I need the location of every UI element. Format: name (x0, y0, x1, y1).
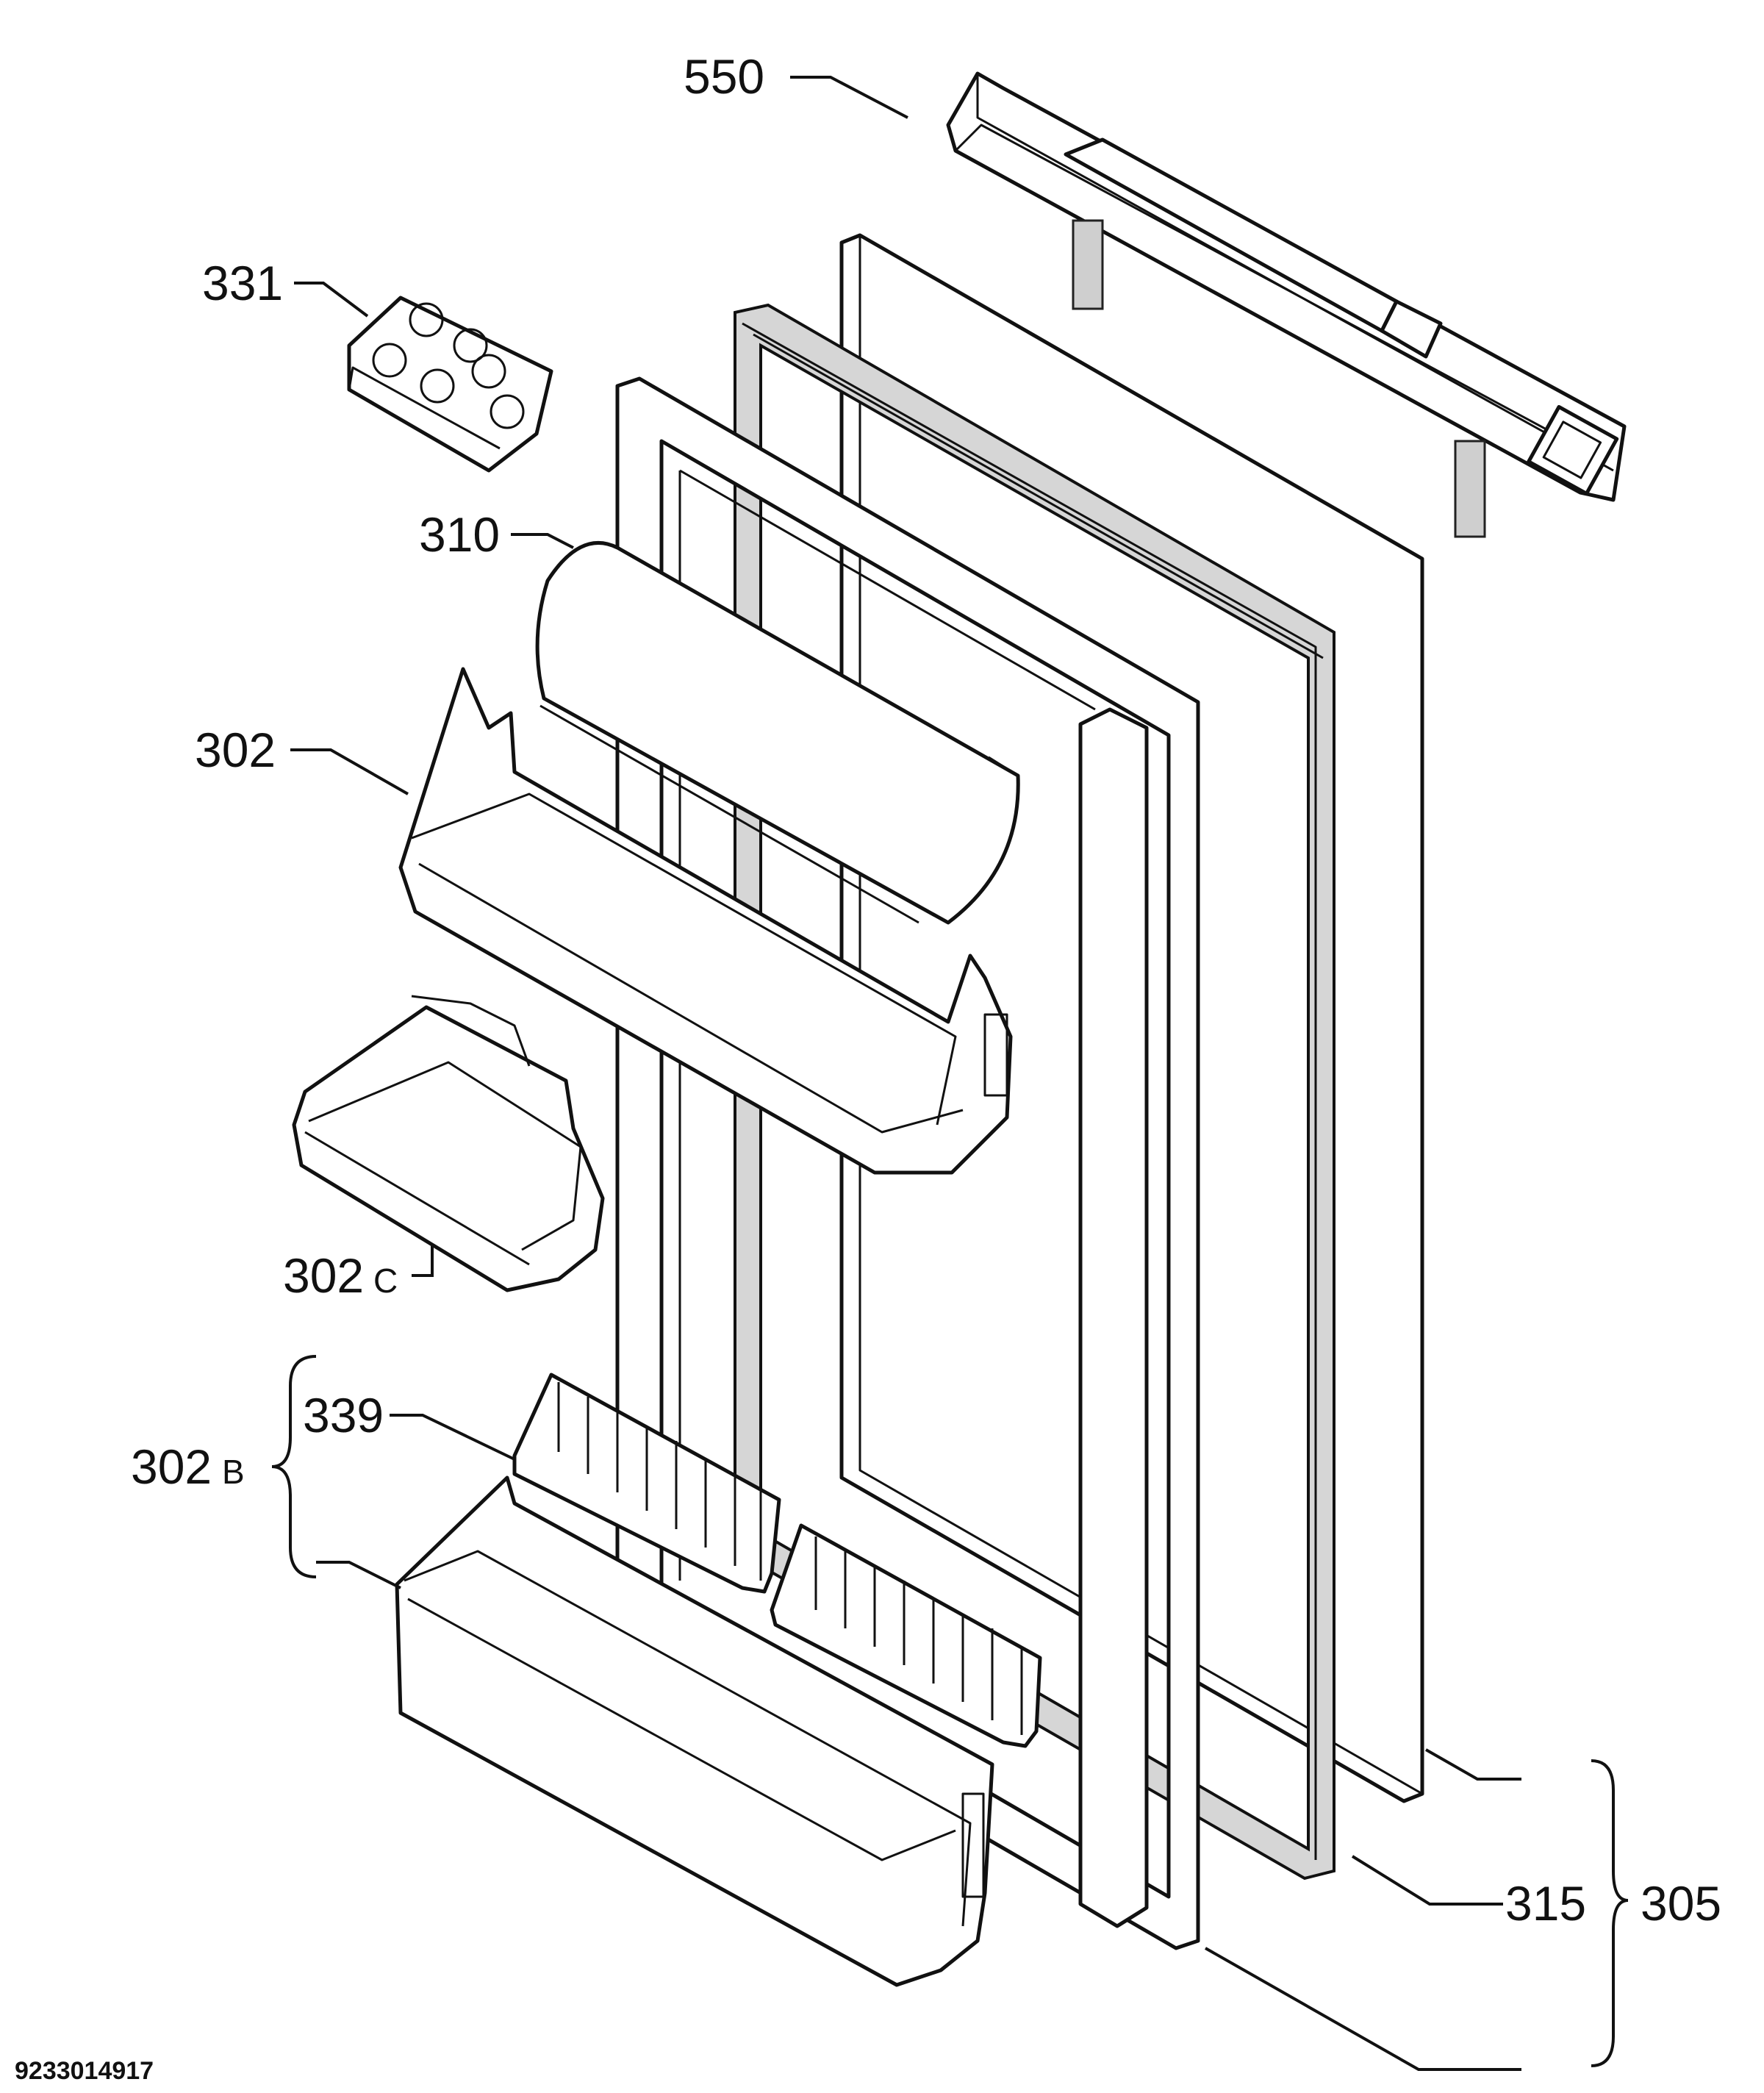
label-550: 550 (684, 49, 764, 104)
label-302c-number: 302 (283, 1248, 364, 1303)
label-331: 331 (202, 256, 283, 310)
leader-302c (412, 1246, 434, 1277)
leader-331 (294, 282, 369, 318)
leader-315 (1351, 1855, 1503, 1906)
part-339-bottle-retainer-2 (770, 1523, 1042, 1748)
leader-550 (790, 76, 908, 119)
part-550-hinge-bar (946, 71, 1627, 538)
leader-lines (290, 76, 1521, 2071)
label-339: 339 (303, 1388, 384, 1442)
document-id: 9233014917 (15, 2057, 154, 2085)
part-331-egg-tray (347, 296, 553, 473)
part-339-bottle-retainer-1 (512, 1373, 781, 1594)
leader-339 (390, 1414, 515, 1461)
part-302c-small-holder (292, 995, 605, 1292)
part-302b-bottle-shelf (395, 1475, 994, 1987)
label-302b-suffix: B (222, 1453, 245, 1491)
part-302-door-shelf (398, 667, 1013, 1175)
label-302: 302 (195, 723, 276, 777)
brace-305 (1591, 1759, 1629, 2067)
leader-302 (290, 748, 409, 795)
label-302c-suffix: C (373, 1262, 398, 1300)
label-310: 310 (419, 507, 500, 562)
leader-305-bottom (1205, 1947, 1521, 2071)
leader-302b (316, 1561, 401, 1589)
part-310-dairy-flap (535, 540, 1020, 925)
leader-310 (511, 533, 574, 549)
leader-305-top (1425, 1748, 1521, 1781)
label-305: 305 (1641, 1876, 1721, 1931)
label-302b-number: 302 (131, 1439, 212, 1494)
label-315: 315 (1505, 1876, 1586, 1931)
brace-302b (271, 1355, 317, 1578)
